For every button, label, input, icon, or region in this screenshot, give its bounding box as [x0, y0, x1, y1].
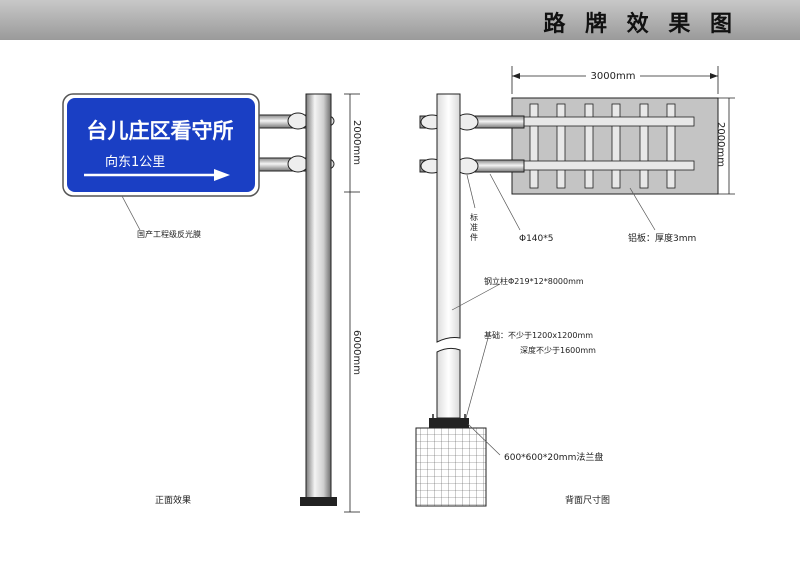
- back-width-dimension: 3000mm: [511, 66, 719, 94]
- back-pole-upper: [436, 93, 461, 343]
- column-label: 钢立柱Φ219*12*8000mm: [484, 276, 584, 286]
- svg-text:件: 件: [470, 232, 478, 242]
- pipe-leader: [489, 173, 521, 231]
- dim-width-label: 3000mm: [591, 71, 636, 82]
- flange-plate: [429, 418, 469, 428]
- back-caption: 背面尺寸图: [565, 494, 610, 506]
- front-pole: [305, 93, 332, 505]
- front-view: 台儿庄区看守所 向东1公里 国产工程级反光膜 2000mm 6000mm 正面效…: [62, 93, 362, 513]
- flange-label: 600*600*20mm法兰盘: [504, 451, 603, 463]
- plate-label: 铝板：厚度3mm: [628, 232, 696, 244]
- standard-part-leader: [466, 174, 476, 209]
- sign-main-text: 台儿庄区看守所: [87, 119, 234, 143]
- back-view: 3000mm 2000mm: [415, 66, 735, 507]
- flange-leader: [467, 423, 501, 456]
- front-dimension: 2000mm 6000mm: [344, 93, 362, 513]
- column-leader: [451, 283, 501, 311]
- foundation-grid: [415, 427, 487, 507]
- dim-panel-label: 2000mm: [351, 120, 362, 165]
- pipe-label: Φ140*5: [519, 234, 554, 244]
- plate-leader: [629, 187, 656, 231]
- page-title: 路 牌 效 果 图: [543, 12, 738, 37]
- foundation-label-2: 深度不少于1600mm: [520, 345, 596, 355]
- standard-part-label: 标 准 件: [470, 212, 478, 242]
- sign-sub-text: 向东1公里: [105, 154, 165, 170]
- front-pole-base: [300, 497, 337, 506]
- back-pole-lower: [436, 347, 461, 419]
- dim-height-label: 2000mm: [715, 122, 726, 167]
- foundation-leader: [465, 337, 489, 419]
- sign-arrow-icon: [84, 169, 230, 181]
- foundation-label-1: 基础：不少于1200x1200mm: [484, 330, 593, 340]
- back-arm-lower: [419, 157, 525, 175]
- front-caption: 正面效果: [155, 494, 191, 506]
- svg-text:标: 标: [470, 212, 478, 222]
- sign-note: 国产工程级反光膜: [137, 229, 201, 239]
- svg-text:准: 准: [470, 222, 478, 232]
- sign-note-leader: [121, 195, 141, 231]
- header-bar: 路 牌 效 果 图: [0, 0, 800, 40]
- anchor-bolts: [432, 414, 466, 428]
- back-arm-upper: [419, 113, 525, 131]
- back-plate-ribs: [521, 103, 695, 189]
- back-height-dimension: 2000mm: [715, 97, 735, 195]
- sign-panel: [67, 98, 255, 192]
- dim-pole-label: 6000mm: [351, 330, 362, 375]
